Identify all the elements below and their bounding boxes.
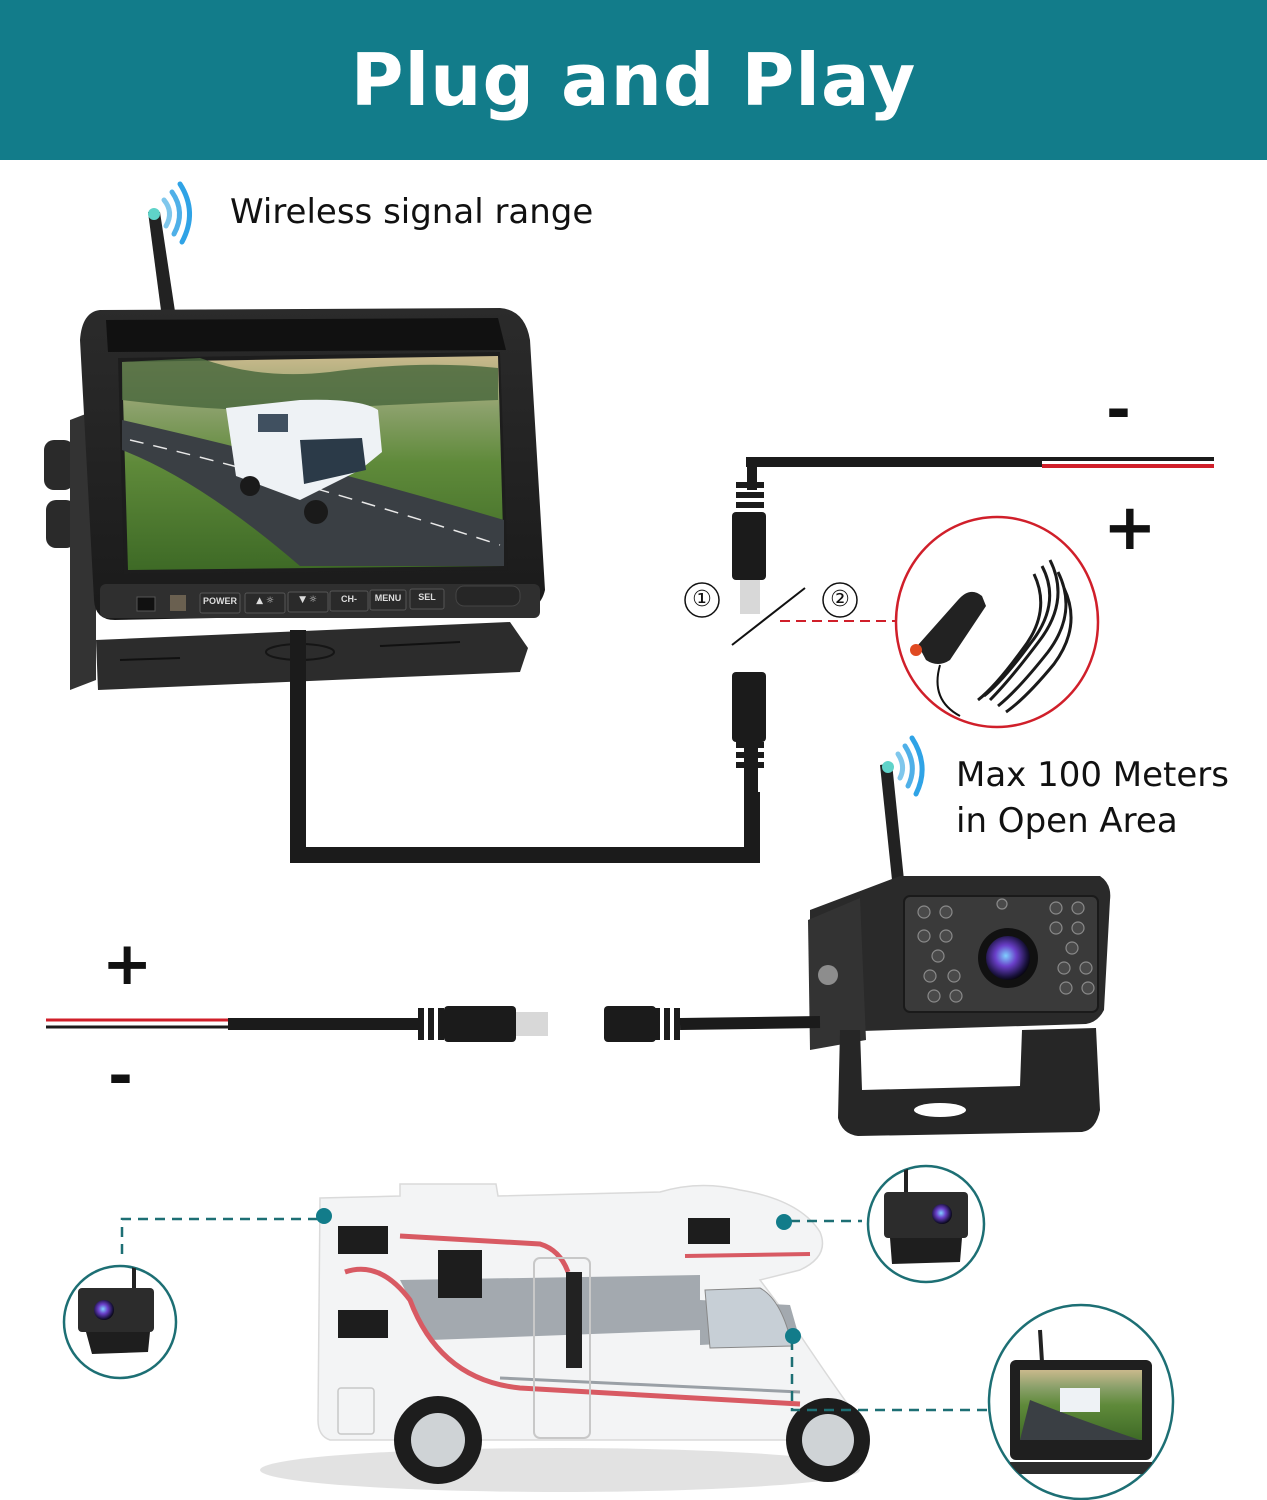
option-2-label: ② xyxy=(830,587,850,612)
monitor-antenna-icon xyxy=(148,181,193,318)
brightness-up-button[interactable]: ▲ ☼ xyxy=(256,596,274,606)
bottom-positive-sign: + xyxy=(102,929,153,999)
female-connector-lower xyxy=(732,672,766,796)
camera-device xyxy=(808,876,1111,1136)
monitor-buttons xyxy=(199,585,521,614)
male-connector-camera-side xyxy=(418,1006,548,1042)
wireless-signal-label: Wireless signal range xyxy=(230,192,594,232)
male-connector-upper xyxy=(732,482,766,614)
car-charger-callout xyxy=(894,515,1100,729)
rv-illustration xyxy=(260,1183,870,1492)
top-negative-sign: - xyxy=(1106,375,1131,445)
female-connector-camera-side xyxy=(604,1006,821,1042)
channel-button[interactable]: CH- xyxy=(341,594,357,604)
option-1-marker xyxy=(684,582,720,618)
callout-lines xyxy=(120,1217,988,1412)
power-button[interactable]: POWER xyxy=(202,596,237,606)
rear-camera-callout xyxy=(62,1264,178,1380)
top-positive-sign: + xyxy=(1103,491,1157,565)
option-1-label: ① xyxy=(692,587,712,612)
front-camera-callout xyxy=(866,1164,986,1284)
option-2-marker xyxy=(822,582,858,618)
monitor-device xyxy=(44,308,545,690)
range-label-line2: in Open Area xyxy=(956,801,1178,841)
monitor-callout xyxy=(987,1303,1175,1500)
camera-antenna-icon xyxy=(880,735,925,880)
page-header: Plug and Play xyxy=(0,0,1267,160)
range-label-line1: Max 100 Meters xyxy=(956,755,1229,795)
brightness-down-button[interactable]: ▼ ☼ xyxy=(299,595,317,605)
page-title: Plug and Play xyxy=(350,38,917,122)
select-button[interactable]: SEL xyxy=(418,592,436,602)
menu-button[interactable]: MENU xyxy=(374,593,402,603)
bottom-negative-sign: - xyxy=(108,1041,133,1111)
